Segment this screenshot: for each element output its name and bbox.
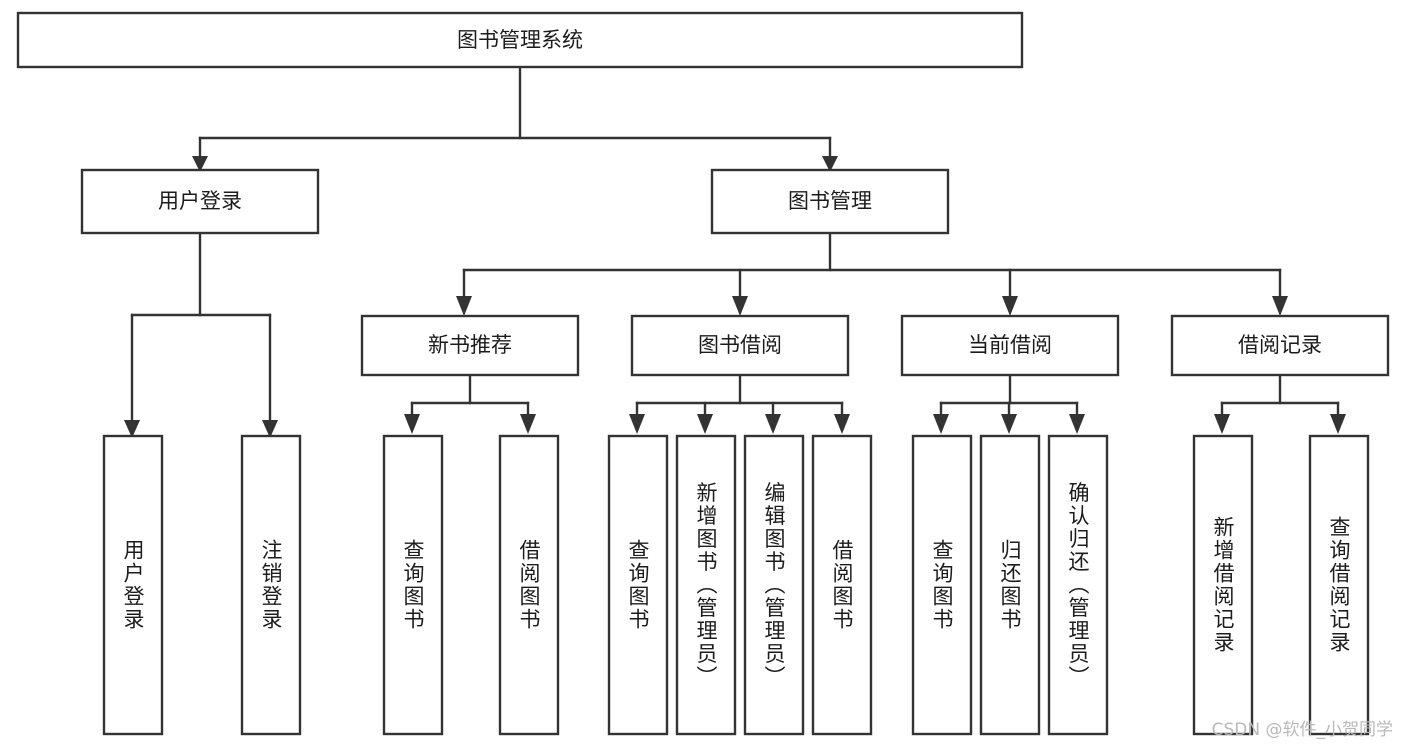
arrow-newbook-c1 <box>404 414 420 434</box>
node-root-box[interactable] <box>16 11 1024 69</box>
arrow-newbook-c2 <box>520 414 536 434</box>
arrow-currentborrow-c2 <box>1001 414 1017 434</box>
node-user-logout-label: 注销登录 <box>259 539 283 631</box>
node-user-login-do-label: 用户登录 <box>121 539 145 631</box>
node-book-manage[interactable]: 图书管理 <box>710 168 950 235</box>
arrow-currentborrow-c3 <box>1069 414 1085 434</box>
arrow-root-to-userlogin <box>192 156 208 172</box>
node-add-book-label: 新增图书（管理员） <box>694 482 718 689</box>
node-query-borrow-record-box[interactable] <box>1308 434 1370 736</box>
node-add-book[interactable]: 新增图书（管理员） <box>675 434 737 736</box>
node-add-borrow-record-label: 新增借阅记录 <box>1211 516 1235 654</box>
node-edit-book[interactable]: 编辑图书（管理员） <box>743 434 805 736</box>
node-user-login[interactable]: 用户登录 <box>80 168 320 235</box>
arrow-borrowrecord-c2 <box>1330 414 1346 434</box>
node-borrow-record[interactable]: 借阅记录 <box>1170 314 1390 377</box>
arrow-currentborrow-c1 <box>933 414 949 434</box>
arrow-root-to-bookmanage <box>822 156 838 172</box>
node-current-borrow-box[interactable] <box>900 314 1120 377</box>
node-root[interactable]: 图书管理系统 <box>16 11 1024 69</box>
connector-layer <box>124 65 1346 438</box>
arrow-bookmanage-c4 <box>1272 296 1288 316</box>
node-borrow-book-1-box[interactable] <box>498 434 560 736</box>
node-query-book-1[interactable]: 查询图书 <box>382 434 444 736</box>
node-confirm-return[interactable]: 确认归还（管理员） <box>1047 434 1109 736</box>
node-borrow-record-box[interactable] <box>1170 314 1390 377</box>
node-return-book-label: 归还图书 <box>998 539 1022 631</box>
arrow-userlogin-c1 <box>124 420 140 438</box>
node-query-book-1-label: 查询图书 <box>401 539 425 631</box>
node-confirm-return-label: 确认归还（管理员） <box>1066 482 1090 689</box>
node-book-borrow[interactable]: 图书借阅 <box>630 314 850 377</box>
node-borrow-book-1-label: 借阅图书 <box>517 539 541 631</box>
arrow-bookborrow-c4 <box>834 414 850 434</box>
arrow-bookborrow-c1 <box>629 414 645 434</box>
node-new-book-rec-label: 新书推荐 <box>428 333 512 357</box>
node-query-book-2-label: 查询图书 <box>626 539 650 631</box>
node-borrow-book-2-box[interactable] <box>811 434 873 736</box>
node-borrow-book-2-label: 借阅图书 <box>830 539 854 631</box>
node-user-logout[interactable]: 注销登录 <box>240 434 302 736</box>
node-add-borrow-record-box[interactable] <box>1192 434 1254 736</box>
node-query-book-1-box[interactable] <box>382 434 444 736</box>
arrow-userlogin-c2 <box>262 420 278 438</box>
csdn-watermark: CSDN @软件_小贺同学 <box>1212 720 1393 740</box>
node-book-borrow-label: 图书借阅 <box>698 333 782 357</box>
arrow-borrowrecord-c1 <box>1214 414 1230 434</box>
node-return-book-box[interactable] <box>979 434 1041 736</box>
node-book-manage-box[interactable] <box>710 168 950 235</box>
node-user-logout-box[interactable] <box>240 434 302 736</box>
node-user-login-box[interactable] <box>80 168 320 235</box>
node-book-borrow-box[interactable] <box>630 314 850 377</box>
node-query-borrow-record[interactable]: 查询借阅记录 <box>1308 434 1370 736</box>
node-current-borrow[interactable]: 当前借阅 <box>900 314 1120 377</box>
node-borrow-book-1[interactable]: 借阅图书 <box>498 434 560 736</box>
arrow-bookmanage-c3 <box>1002 296 1018 316</box>
node-add-borrow-record[interactable]: 新增借阅记录 <box>1192 434 1254 736</box>
node-edit-book-box[interactable] <box>743 434 805 736</box>
node-borrow-record-label: 借阅记录 <box>1238 333 1322 357</box>
node-return-book[interactable]: 归还图书 <box>979 434 1041 736</box>
node-new-book-rec[interactable]: 新书推荐 <box>360 314 580 377</box>
node-user-login-label: 用户登录 <box>158 189 242 213</box>
node-query-book-3[interactable]: 查询图书 <box>911 434 973 736</box>
node-add-book-box[interactable] <box>675 434 737 736</box>
node-user-login-do[interactable]: 用户登录 <box>102 434 164 736</box>
node-book-manage-label: 图书管理 <box>788 189 872 213</box>
node-new-book-rec-box[interactable] <box>360 314 580 377</box>
node-query-book-2[interactable]: 查询图书 <box>607 434 669 736</box>
node-borrow-book-2[interactable]: 借阅图书 <box>811 434 873 736</box>
arrow-bookborrow-c2 <box>697 414 713 434</box>
node-confirm-return-box[interactable] <box>1047 434 1109 736</box>
arrow-bookborrow-c3 <box>765 414 781 434</box>
arrow-bookmanage-c1 <box>456 296 472 316</box>
node-query-borrow-record-label: 查询借阅记录 <box>1327 516 1351 654</box>
node-user-login-do-box[interactable] <box>102 434 164 736</box>
node-query-book-3-label: 查询图书 <box>930 539 954 631</box>
node-root-label: 图书管理系统 <box>457 28 583 52</box>
arrow-bookmanage-c2 <box>732 296 748 316</box>
node-edit-book-label: 编辑图书（管理员） <box>762 482 786 689</box>
node-query-book-3-box[interactable] <box>911 434 973 736</box>
node-current-borrow-label: 当前借阅 <box>968 333 1052 357</box>
node-query-book-2-box[interactable] <box>607 434 669 736</box>
